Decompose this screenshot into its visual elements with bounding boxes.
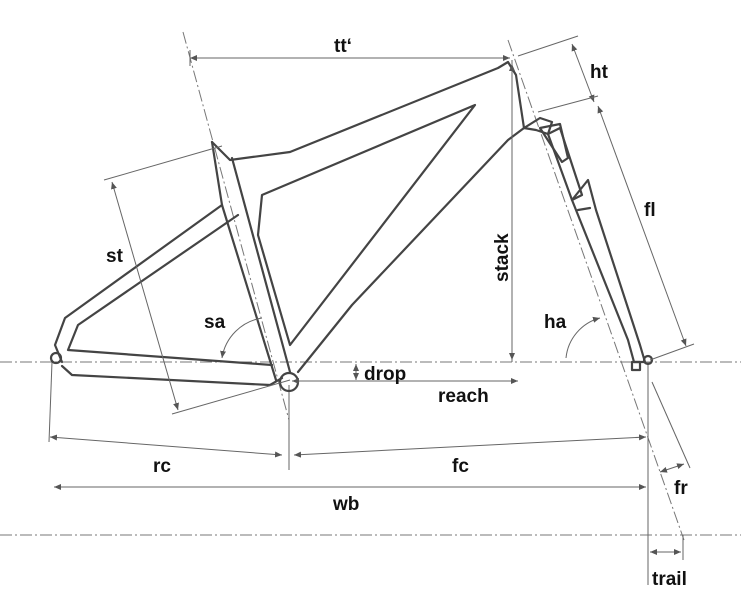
rear-dropout [49,351,63,365]
fc-dimension [293,434,647,458]
reference-lines [0,31,741,585]
label-tt: tt‘ [334,36,352,57]
top-tube [210,60,526,162]
front-axle [642,354,654,366]
label-ha: ha [544,312,567,333]
fl-ext-bottom [649,343,695,361]
label-fl: fl [644,200,656,221]
fork-lower [570,178,647,364]
rear-axle-vertical [48,361,53,443]
st-ext-top [103,145,223,181]
label-wb: wb [332,494,359,515]
labels: tt‘ ht st fl sa stack ha drop reach rc f… [106,36,688,590]
chain-stay [60,364,284,387]
fork-arch [576,206,592,212]
fl-dimension [597,105,687,347]
label-drop: drop [364,364,406,385]
fork-dropout [630,360,642,372]
fr-ext [651,381,691,469]
label-fr: fr [674,478,688,499]
down-tube [296,126,526,374]
label-trail: trail [652,569,687,590]
down-tube-inner [256,103,477,347]
fork [538,122,654,372]
ht-dimension [571,43,595,103]
st-dimension [111,181,179,411]
label-stack: stack [492,233,513,282]
head-tube [522,116,554,136]
ht-ext-bottom [537,95,599,113]
bike-frame [49,60,554,393]
label-fc: fc [452,456,469,477]
fork-stanchion [546,126,584,202]
label-st: st [106,246,124,267]
ht-ext-top [517,35,579,57]
ha-arc [565,316,601,359]
label-rc: rc [153,456,171,477]
st-ext-bottom [171,379,291,415]
seat-stay-inner [66,213,274,367]
rc-dimension [49,434,283,458]
label-reach: reach [438,386,489,407]
fr-dimension [659,463,685,473]
sa-arc [220,317,263,359]
label-sa: sa [204,312,226,333]
seat-tube-axis [182,31,290,421]
dimensions [49,35,695,555]
head-tube-axis [507,39,685,541]
seat-tube-inner [230,156,292,374]
label-ht: ht [590,62,609,83]
